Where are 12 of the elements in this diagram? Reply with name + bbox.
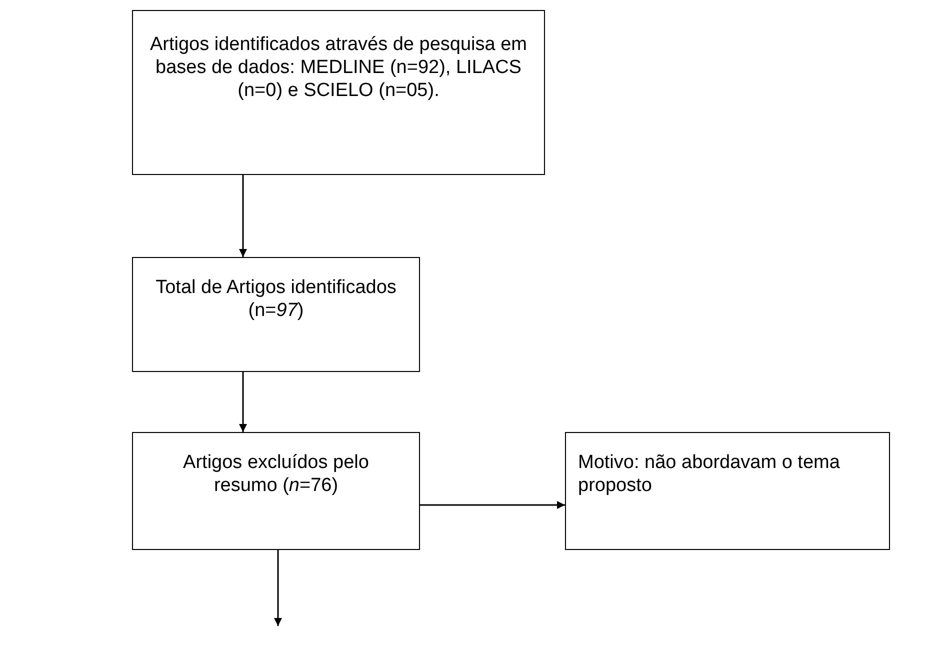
arrow xyxy=(239,175,247,257)
arrow xyxy=(420,501,565,509)
box-text: Artigos excluídos pelo resumo (n=76) xyxy=(182,451,370,497)
process-box xyxy=(132,10,545,175)
box-text: Total de Artigos identificados (n=97) xyxy=(154,276,398,322)
process-box xyxy=(132,257,420,372)
process-box xyxy=(565,432,890,550)
arrow xyxy=(274,550,282,626)
box-text: Motivo: não abordavam o tema proposto xyxy=(578,451,841,497)
box-text: Artigos identificados através de pesquisa em bases de dados: MEDLINE (n=92), LILACS (n=0) e SCIELO (n=05). xyxy=(148,33,528,102)
process-box xyxy=(132,432,420,550)
arrow xyxy=(239,372,247,432)
